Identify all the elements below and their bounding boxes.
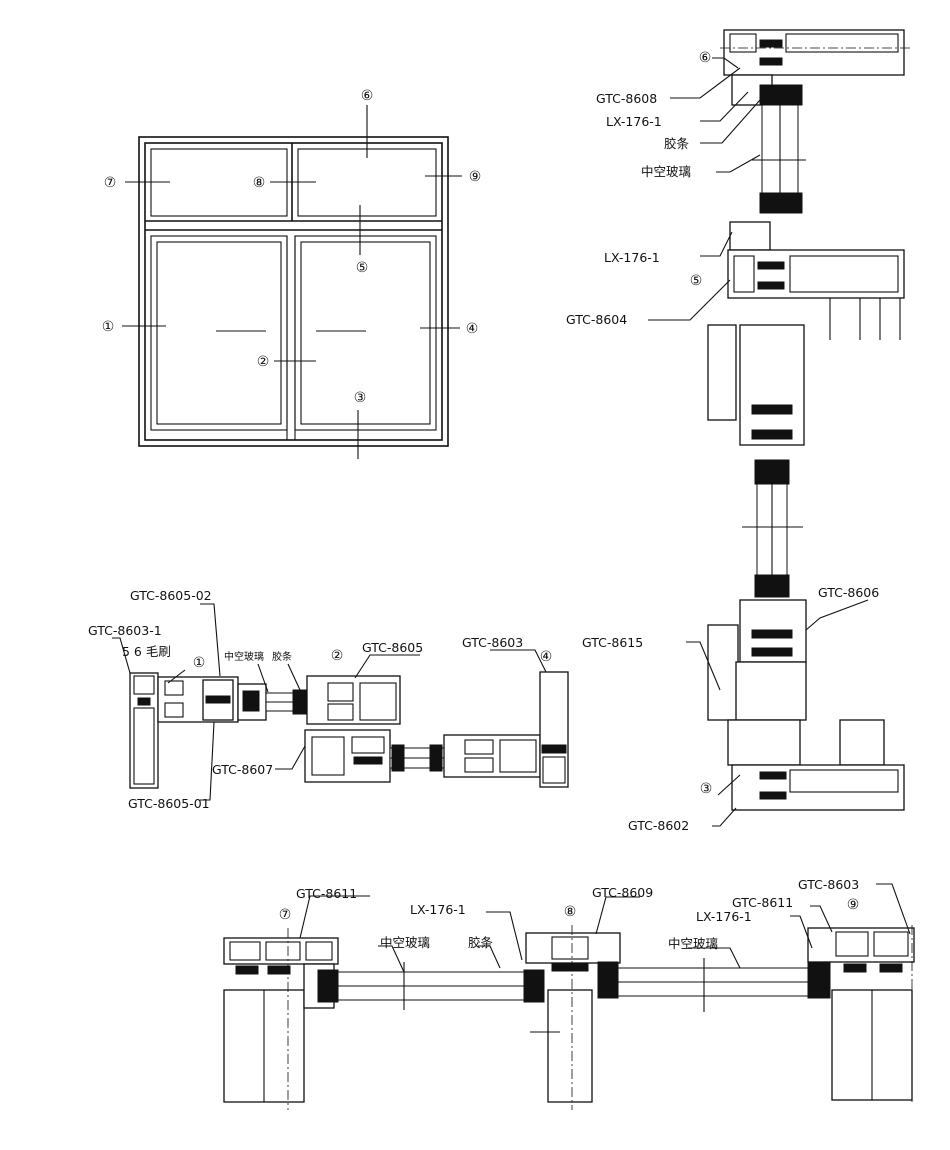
label-gtc-8611-right: GTC-8611 [732, 895, 793, 910]
label-gtc-8608: GTC-8608 [596, 91, 657, 106]
label-gtc-8615: GTC-8615 [582, 635, 643, 650]
left-sash-inner [156, 241, 282, 425]
section-marker-2: ② [331, 648, 344, 664]
marker-5: ⑤ [356, 260, 369, 276]
label-lx-176-1-mid: LX-176-1 [604, 250, 660, 265]
marker-7: ⑦ [104, 175, 117, 191]
upper-sash-bracket [707, 324, 737, 421]
marker-1: ① [102, 319, 115, 335]
marker-2: ② [257, 354, 270, 370]
transom-profile [727, 249, 905, 299]
vsection-marker-3: ③ [700, 781, 713, 797]
label-gtc-8602: GTC-8602 [628, 818, 689, 833]
vsection-marker-5: ⑤ [690, 273, 703, 289]
window-elevation: ⑥ ⑦ ⑧ ⑨ ① ② ④ ⑤ ③ [102, 88, 482, 459]
label-gtc-8606: GTC-8606 [818, 585, 879, 600]
label-gtc-8603-h: GTC-8603 [462, 635, 523, 650]
label-gtc-8603-t: GTC-8603 [798, 877, 859, 892]
right-transom-head [807, 927, 915, 963]
horizontal-section: GTC-8605-02 GTC-8603-1 5 6 毛刷 ① 中空玻璃 胶条 … [88, 588, 569, 811]
label-lx-176-1-top: LX-176-1 [606, 114, 662, 129]
sill-profile [731, 764, 905, 811]
right-sash-inner [300, 241, 431, 425]
label-insulating-glass-v: 中空玻璃 [641, 164, 691, 179]
centre-mullion-body [547, 989, 593, 1103]
label-rubber-strip-t: 胶条 [468, 935, 494, 950]
label-gtc-8607: GTC-8607 [212, 762, 273, 777]
vertical-section: ⑥ GTC-8608 LX-176-1 胶条 中空玻璃 LX-176-1 ⑤ G… [566, 29, 910, 833]
label-gtc-8605-02: GTC-8605-02 [130, 588, 212, 603]
marker-9: ⑨ [469, 169, 482, 185]
transom-section: ⑦ GTC-8611 LX-176-1 中空玻璃 胶条 ⑧ GTC-8609 G… [223, 877, 915, 1110]
tsection-marker-8: ⑧ [564, 904, 577, 920]
label-gtc-8605: GTC-8605 [362, 640, 423, 655]
left-jamb-profile [129, 672, 159, 789]
section-marker-4: ④ [540, 649, 553, 665]
label-insulating-glass: 中空玻璃 [224, 650, 264, 663]
tsection-marker-7: ⑦ [279, 907, 292, 923]
label-lx-176-1-right: LX-176-1 [696, 909, 752, 924]
label-gtc-8609: GTC-8609 [592, 885, 653, 900]
section-marker-1: ① [193, 655, 206, 671]
marker-3: ③ [354, 390, 367, 406]
label-gtc-8605-01: GTC-8605-01 [128, 796, 210, 811]
gtc-8607-profile [304, 729, 391, 783]
marker-8: ⑧ [253, 175, 266, 191]
label-insulating-glass-left: 中空玻璃 [380, 935, 430, 950]
left-sash-outer [150, 235, 288, 431]
label-insulating-glass-right: 中空玻璃 [668, 936, 718, 951]
label-brush: 5 6 毛刷 [122, 644, 171, 659]
outer-frame [138, 136, 449, 447]
marker-4: ④ [466, 321, 479, 337]
right-fixed-light [297, 148, 437, 217]
upper-sash-profile [739, 324, 805, 446]
label-rubber-strip: 胶条 [272, 650, 292, 663]
label-gtc-8604: GTC-8604 [566, 312, 627, 327]
inner-frame [144, 142, 443, 441]
label-gtc-8611-left: GTC-8611 [296, 886, 357, 901]
label-rubber-strip-v: 胶条 [664, 136, 690, 151]
marker-6: ⑥ [361, 88, 374, 104]
left-fixed-light [150, 148, 288, 217]
label-gtc-8603-1: GTC-8603-1 [88, 623, 162, 638]
vsection-marker-6: ⑥ [699, 50, 712, 66]
right-sash-profile [443, 734, 541, 778]
label-lx-176-1-left: LX-176-1 [410, 902, 466, 917]
tsection-marker-9: ⑨ [847, 897, 860, 913]
right-jamb-profile [539, 671, 569, 788]
